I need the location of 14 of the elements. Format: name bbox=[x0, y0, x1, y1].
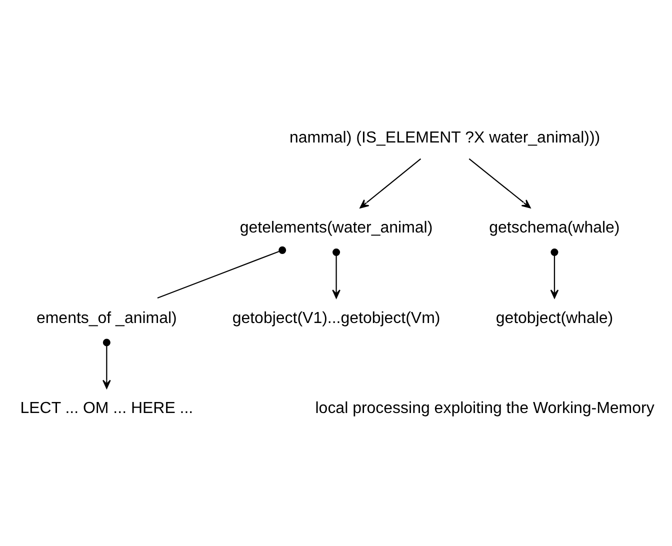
label: local processing exploiting the Working-Memory bbox=[315, 400, 654, 417]
arrow bbox=[102, 338, 111, 388]
connector bbox=[157, 246, 286, 298]
node-text: getobject(whale) bbox=[496, 309, 614, 326]
node-text: ements_of _animal) bbox=[36, 309, 177, 326]
arrow bbox=[332, 248, 340, 298]
arrow bbox=[468, 158, 531, 208]
node-text: LECT ... OM ... HERE ... bbox=[20, 400, 194, 417]
node-text: getschema(whale) bbox=[489, 219, 620, 236]
arrow bbox=[550, 248, 559, 298]
node-text: getobject(V1)...getobject(Vm) bbox=[232, 309, 440, 326]
node-text: getelements(water_animal) bbox=[240, 219, 433, 236]
node-text: nammal) (IS_ELEMENT ?X water_animal))) bbox=[290, 128, 600, 146]
arrow bbox=[360, 158, 422, 208]
